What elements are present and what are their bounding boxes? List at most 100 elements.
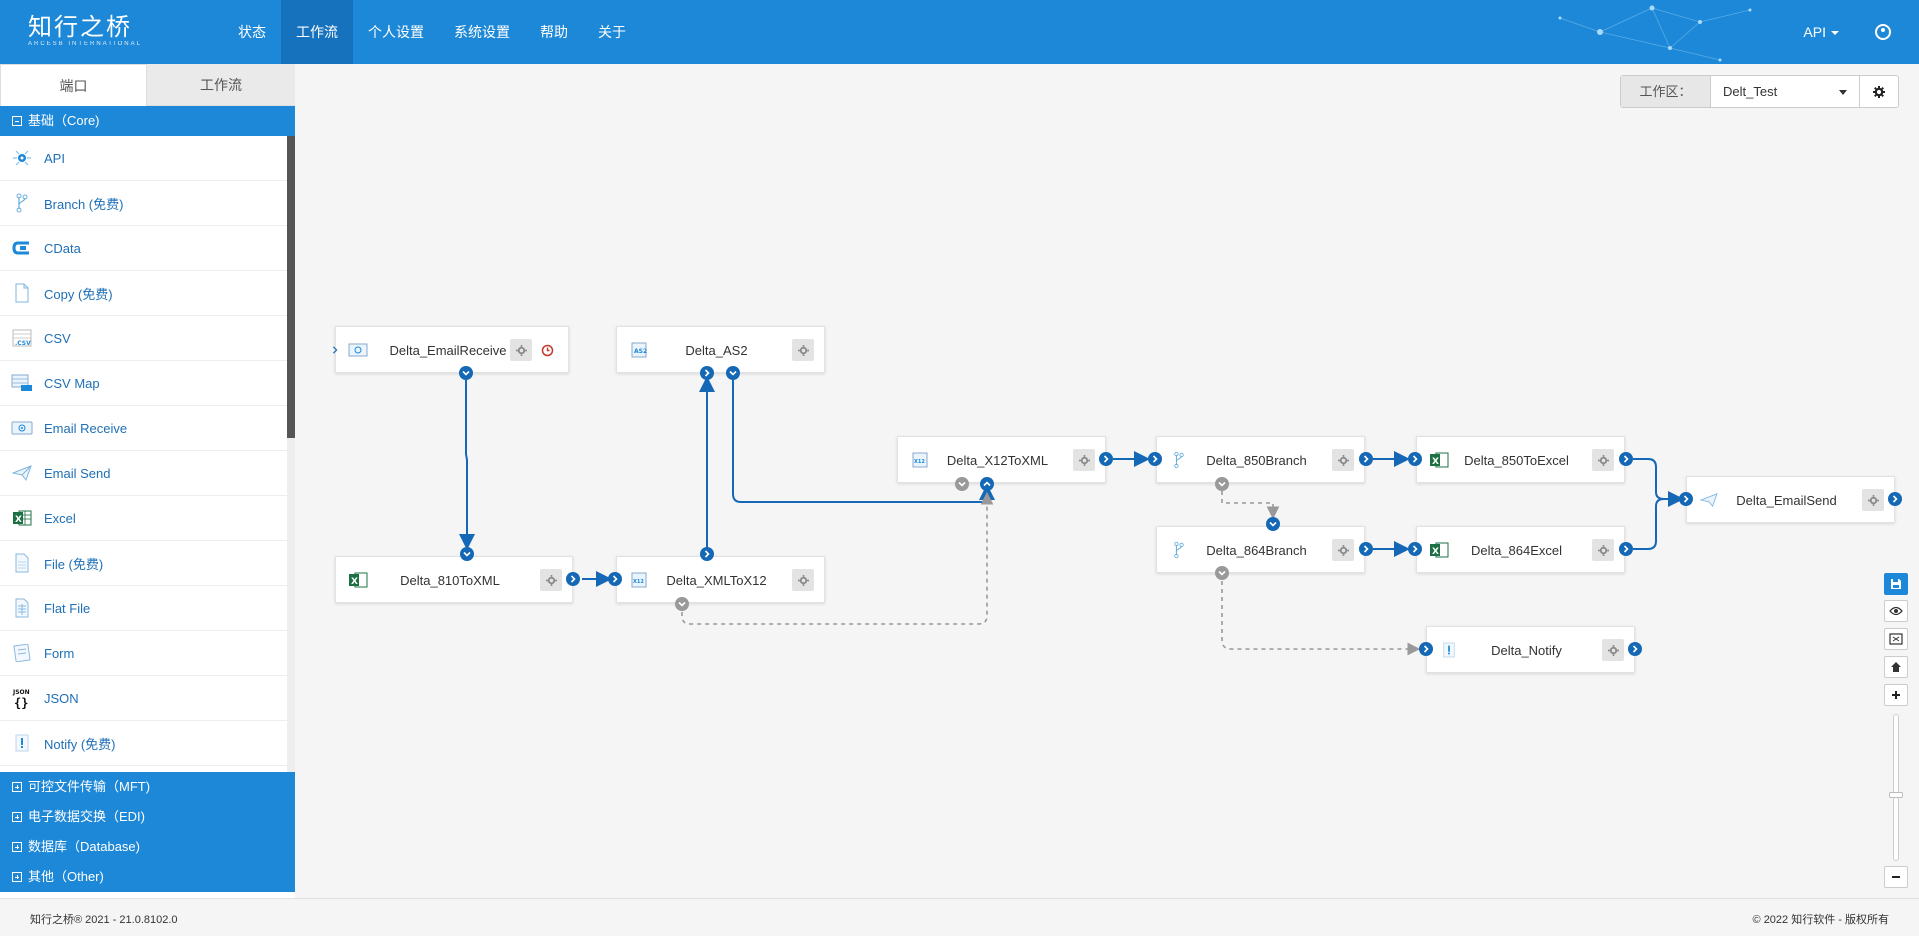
input-port[interactable] (1266, 517, 1280, 531)
alarm-clock-icon[interactable] (536, 339, 558, 361)
nav-workflow[interactable]: 工作流 (281, 0, 353, 64)
node-864-excel[interactable]: X Delta_864Excel (1416, 526, 1625, 573)
connector-item-form[interactable]: Form (0, 631, 287, 676)
brand-logo[interactable]: 知行之桥 ARCESB INTERNATIONAL (28, 14, 142, 47)
group-database[interactable]: 数据库（Database) (0, 832, 295, 862)
input-port[interactable] (700, 366, 714, 380)
connector-item-copy[interactable]: Copy (免费) (0, 271, 287, 316)
zoom-out-button[interactable] (1884, 866, 1908, 888)
output-port[interactable] (1888, 492, 1902, 506)
gear-icon[interactable] (792, 339, 814, 361)
nav-profile[interactable]: 个人设置 (368, 24, 424, 40)
connector-item-flat-file[interactable]: Flat File (0, 586, 287, 631)
output-port[interactable] (1619, 542, 1633, 556)
node-850-to-excel[interactable]: X Delta_850ToExcel (1416, 436, 1625, 483)
output-port[interactable] (1359, 452, 1373, 466)
gear-icon[interactable] (1332, 539, 1354, 561)
nav-settings[interactable]: 系统设置 (454, 24, 510, 40)
workflow-canvas[interactable] (295, 64, 1919, 898)
gear-icon[interactable] (1332, 449, 1354, 471)
node-email-receive[interactable]: Delta_EmailReceive (335, 326, 569, 373)
input-port[interactable] (1408, 542, 1422, 556)
save-button[interactable] (1884, 573, 1908, 595)
nav-about[interactable]: 关于 (598, 24, 626, 40)
node-x12-to-xml[interactable]: X12 Delta_X12ToXML (897, 436, 1106, 483)
as2-icon: AS2 (629, 340, 649, 360)
node-as2[interactable]: AS2 Delta_AS2 (616, 326, 825, 373)
node-notify[interactable]: Delta_Notify (1426, 626, 1635, 673)
input-port[interactable] (608, 572, 622, 586)
connector-item-file[interactable]: File (免费) (0, 541, 287, 586)
output-port[interactable] (1619, 452, 1633, 466)
user-icon[interactable] (1875, 24, 1891, 40)
else-port[interactable] (1215, 566, 1229, 580)
error-port[interactable] (955, 477, 969, 491)
connector-item-email-receive[interactable]: Email Receive (0, 406, 287, 451)
workspace-settings-button[interactable] (1860, 76, 1898, 107)
connector-item-api[interactable]: API (0, 136, 287, 181)
input-port[interactable] (980, 477, 994, 491)
gear-icon[interactable] (1862, 489, 1884, 511)
zoom-slider-track[interactable] (1893, 714, 1899, 861)
gear-icon[interactable] (510, 339, 532, 361)
top-right-actions: API (1803, 0, 1919, 64)
connector-item-json[interactable]: JSON{} JSON (0, 676, 287, 721)
home-button[interactable] (1884, 656, 1908, 678)
gear-icon[interactable] (1592, 539, 1614, 561)
output-port[interactable] (566, 572, 580, 586)
input-port[interactable] (1148, 452, 1162, 466)
connector-item-excel[interactable]: X Excel (0, 496, 287, 541)
node-810-to-xml[interactable]: X Delta_810ToXML (335, 556, 573, 603)
connector-item-branch[interactable]: Branch (免费) (0, 181, 287, 226)
input-port[interactable] (330, 343, 340, 357)
input-port[interactable] (1408, 452, 1422, 466)
zoom-in-button[interactable] (1884, 684, 1908, 706)
connector-item-cdata[interactable]: CData (0, 226, 287, 271)
sidebar-scrollbar[interactable] (287, 136, 295, 438)
group-core[interactable]: 基础（Core) (0, 106, 295, 136)
tab-workflows[interactable]: 工作流 (147, 64, 295, 106)
connector-item-csv[interactable]: .CSV CSV (0, 316, 287, 361)
node-864-branch[interactable]: Delta_864Branch (1156, 526, 1365, 573)
input-port[interactable] (460, 547, 474, 561)
output-port[interactable] (726, 366, 740, 380)
group-edi[interactable]: 电子数据交换（EDI) (0, 802, 295, 832)
input-port[interactable] (1419, 642, 1433, 656)
connector-item-email-send[interactable]: Email Send (0, 451, 287, 496)
node-email-send[interactable]: Delta_EmailSend (1686, 476, 1895, 523)
output-port[interactable] (1628, 642, 1642, 656)
connector-label: Email Send (44, 465, 111, 481)
api-menu[interactable]: API (1803, 24, 1839, 40)
gear-icon[interactable] (1602, 639, 1624, 661)
output-port[interactable] (700, 547, 714, 561)
nav-help[interactable]: 帮助 (540, 24, 568, 40)
gear-icon[interactable] (540, 569, 562, 591)
gear-icon[interactable] (792, 569, 814, 591)
output-port[interactable] (1359, 542, 1373, 556)
group-other[interactable]: 其他（Other) (0, 862, 295, 892)
node-xml-to-x12[interactable]: X12 Delta_XMLToX12 (616, 556, 825, 603)
group-mft[interactable]: 可控文件传输（MFT) (0, 772, 295, 802)
sidebar-scroll-track[interactable] (287, 136, 295, 776)
preview-button[interactable] (1884, 600, 1908, 622)
output-port[interactable] (459, 366, 473, 380)
fit-view-button[interactable] (1884, 628, 1908, 650)
tab-ports[interactable]: 端口 (0, 64, 147, 106)
else-port[interactable] (1215, 477, 1229, 491)
error-port[interactable] (675, 597, 689, 611)
svg-text:.CSV: .CSV (15, 340, 31, 347)
nav-status[interactable]: 状态 (238, 24, 266, 40)
minus-icon (1892, 876, 1900, 878)
svg-text:AS2: AS2 (634, 348, 647, 355)
zoom-slider-handle[interactable] (1889, 792, 1903, 798)
email-send-icon (10, 463, 34, 483)
workspace-dropdown[interactable]: Delt_Test (1711, 76, 1860, 107)
input-port[interactable] (1679, 492, 1693, 506)
node-850-branch[interactable]: Delta_850Branch (1156, 436, 1365, 483)
output-port[interactable] (1099, 452, 1113, 466)
expand-icon (12, 872, 22, 882)
gear-icon[interactable] (1073, 449, 1095, 471)
connector-item-csv-map[interactable]: CSV Map (0, 361, 287, 406)
gear-icon[interactable] (1592, 449, 1614, 471)
connector-item-notify[interactable]: Notify (免费) (0, 721, 287, 766)
